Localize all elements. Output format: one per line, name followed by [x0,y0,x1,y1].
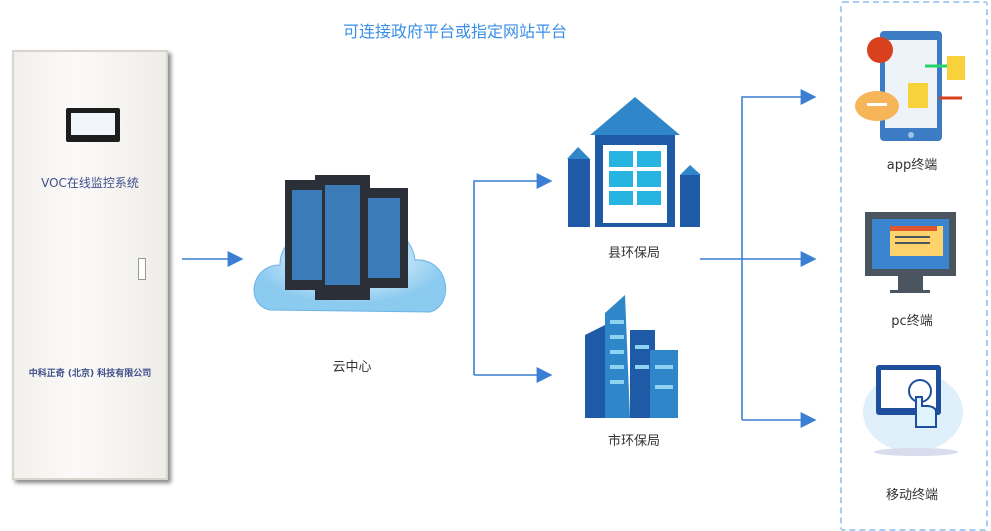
cabinet-name: VOC在线监控系统 [41,176,139,190]
app-terminal-label: app终端 [886,158,938,173]
app-terminal-icon [855,31,965,141]
cabinet-company: 中科正奇 (北京) 科技有限公司 [28,369,152,379]
mobile-terminal-icon [863,365,963,456]
cabinet-handle [138,258,146,280]
voc-cabinet: VOC在线监控系统 中科正奇 (北京) 科技有限公司 [12,50,168,480]
cloud-label: 云中心 [332,360,372,375]
cabinet-screen [66,108,120,142]
diagram-title: 可连接政府平台或指定网站平台 [342,22,567,41]
arrow-to-app [741,89,817,420]
arrow-to-county [473,173,553,375]
mobile-terminal-label: 移动终端 [885,488,938,503]
city-label: 市环保局 [607,434,660,449]
city-building-icon [585,295,678,418]
cloud-server-icon [253,175,446,313]
county-building-icon [567,97,701,227]
county-label: 县环保局 [607,246,660,261]
pc-terminal-icon [865,212,956,293]
pc-terminal-label: pc终端 [891,314,933,329]
